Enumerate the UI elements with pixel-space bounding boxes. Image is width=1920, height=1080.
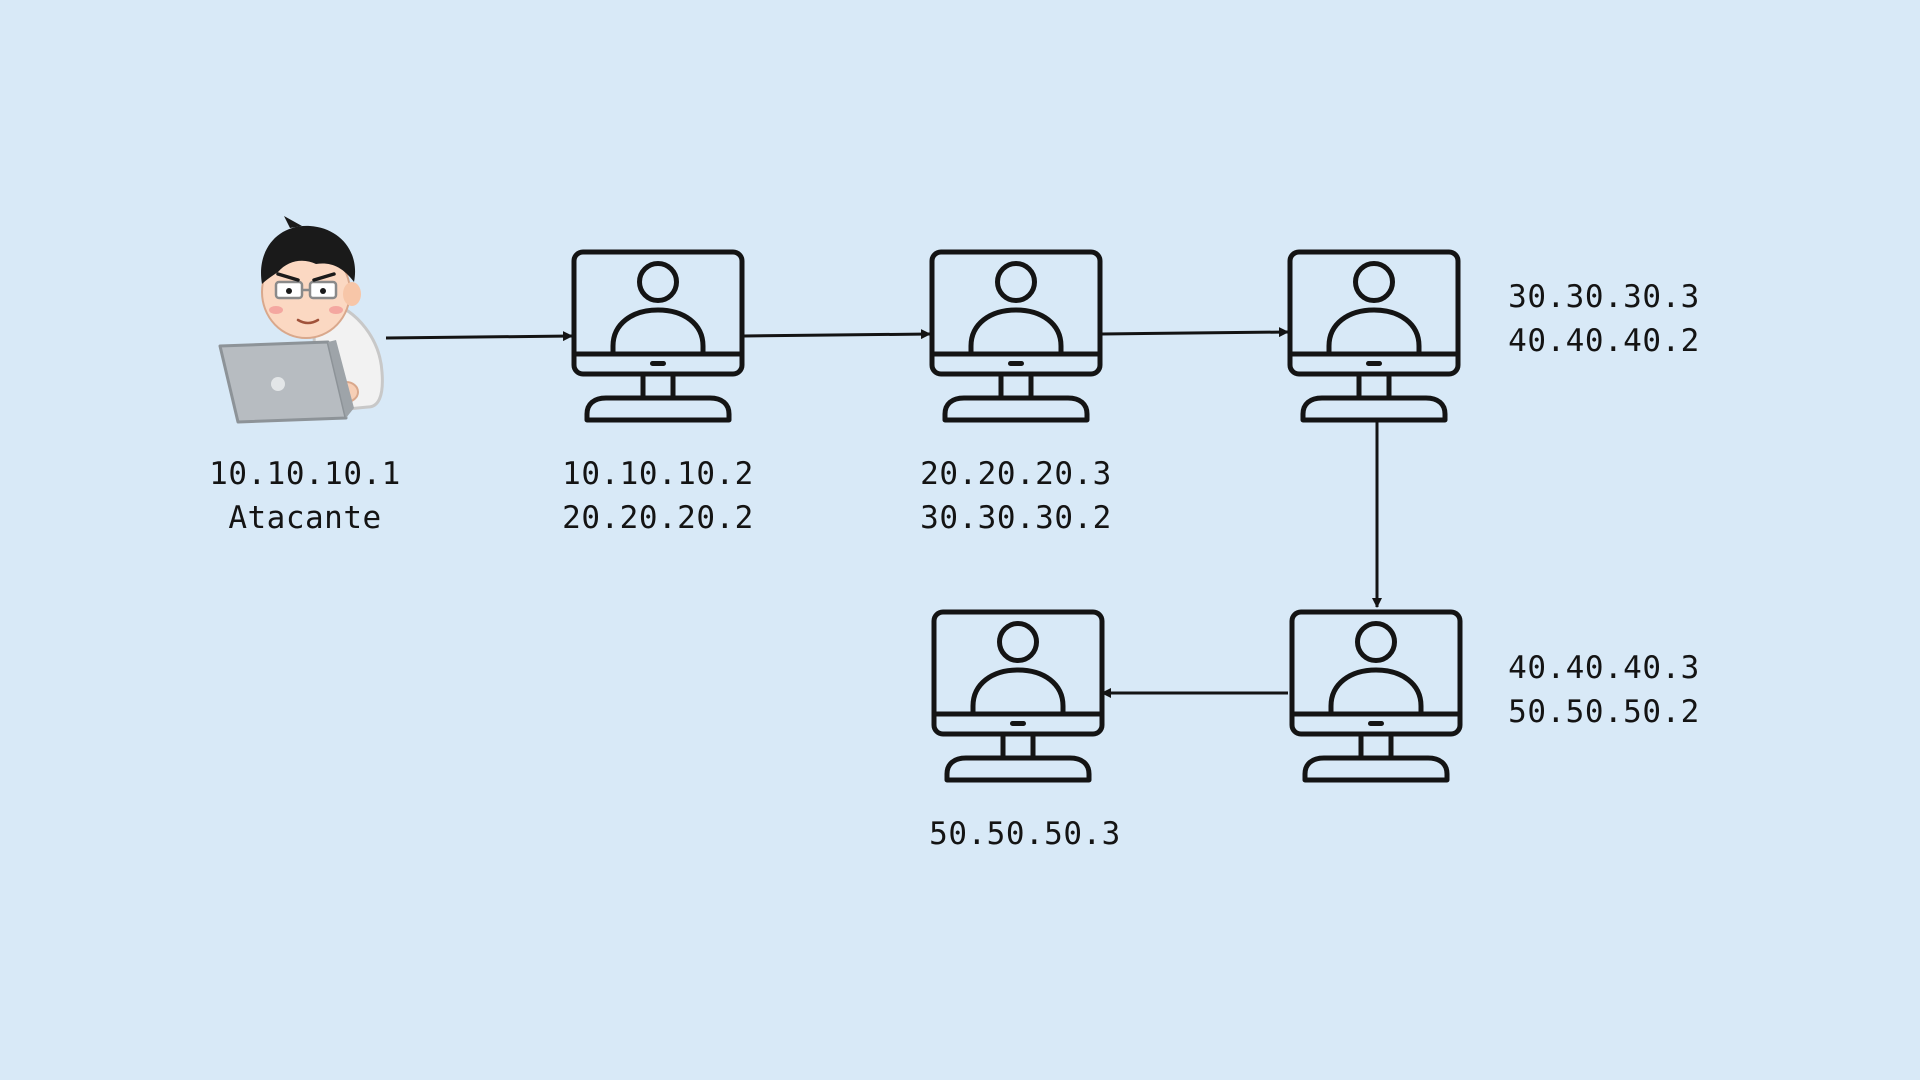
node-label-attacker: 10.10.10.1 Atacante bbox=[175, 452, 435, 540]
computer-user-icon bbox=[1292, 612, 1460, 780]
attacker-with-laptop-icon bbox=[218, 216, 384, 424]
pc1-ip-2: 20.20.20.2 bbox=[562, 500, 754, 536]
pc3-ip-1: 30.30.30.3 bbox=[1508, 279, 1700, 315]
pc1-ip-1: 10.10.10.2 bbox=[562, 456, 754, 492]
node-label-pc5: 50.50.50.3 bbox=[895, 812, 1155, 856]
node-label-pc3: 30.30.30.3 40.40.40.2 bbox=[1474, 275, 1734, 363]
arrow-attacker-to-pc1 bbox=[385, 331, 573, 342]
computer-user-icon bbox=[1290, 252, 1458, 420]
node-label-pc2: 20.20.20.3 30.30.30.2 bbox=[886, 452, 1146, 540]
pc3-ip-2: 40.40.40.2 bbox=[1508, 323, 1700, 359]
node-label-pc4: 40.40.40.3 50.50.50.2 bbox=[1474, 646, 1734, 734]
pc5-ip-1: 50.50.50.3 bbox=[929, 816, 1121, 852]
pc2-ip-2: 30.30.30.2 bbox=[920, 500, 1112, 536]
attacker-role: Atacante bbox=[228, 500, 382, 536]
node-label-pc1: 10.10.10.2 20.20.20.2 bbox=[528, 452, 788, 540]
edges bbox=[385, 327, 1382, 698]
pc4-ip-1: 40.40.40.3 bbox=[1508, 650, 1700, 686]
arrow-pc1-to-pc2 bbox=[743, 329, 931, 340]
computer-user-icon bbox=[574, 252, 742, 420]
computer-user-icon bbox=[932, 252, 1100, 420]
attacker-ip: 10.10.10.1 bbox=[209, 456, 401, 492]
pc2-ip-1: 20.20.20.3 bbox=[920, 456, 1112, 492]
computer-user-icon bbox=[934, 612, 1102, 780]
arrow-pc2-to-pc3 bbox=[1101, 327, 1289, 338]
pc4-ip-2: 50.50.50.2 bbox=[1508, 694, 1700, 730]
